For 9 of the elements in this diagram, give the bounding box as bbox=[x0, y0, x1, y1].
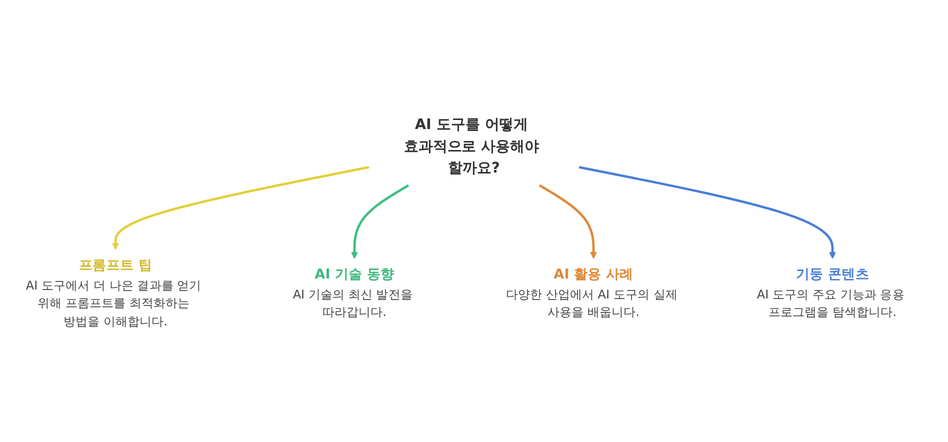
arrow bbox=[112, 166, 370, 250]
node-text: 기둥 콘텐츠 AI 도구의 주요 기능과 응용 프로그램을 탐색합니다. bbox=[756, 266, 904, 320]
node-text: AI 활용 사례 다양한 산업에서 AI 도구의 실제 사용을 배웁니다. bbox=[506, 266, 678, 320]
node-text: 프롬프트 팁 AI 도구에서 더 나은 결과를 얻기 위해 프롬프트를 최적화하는 방법을 이해합니다. bbox=[26, 257, 202, 328]
arrow bbox=[538, 184, 598, 259]
node-text: AI 도구를 어떻게 효과적으로 사용해야 할까요? bbox=[404, 116, 539, 176]
node-text: AI 기술 동향 AI 기술의 최신 발전을 따라갑니다. bbox=[292, 266, 412, 320]
arrow bbox=[350, 184, 410, 259]
arrow bbox=[578, 166, 836, 259]
